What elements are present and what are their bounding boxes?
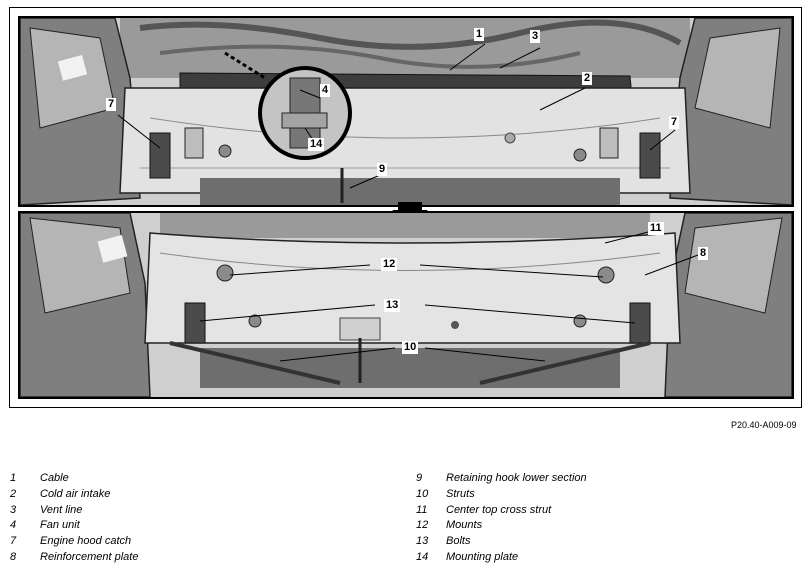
callout-top-14: 14 [308, 138, 325, 151]
callout-bottom-8: 8 [698, 247, 709, 260]
bottom-illustration [20, 213, 792, 397]
callout-top-9: 9 [377, 163, 388, 176]
figure-frame: 1 3 2 4 7 14 9 7 [9, 7, 802, 408]
callout-bottom-11: 11 [648, 222, 664, 235]
callout-top-7-right: 7 [669, 116, 680, 129]
callout-top-4: 4 [320, 84, 331, 97]
callout-top-2: 2 [582, 72, 593, 85]
callout-top-7-left: 7 [106, 98, 117, 111]
callout-bottom-10: 10 [402, 341, 419, 354]
callout-bottom-12: 12 [381, 258, 398, 271]
callout-bottom-13: 13 [384, 299, 401, 312]
top-illustration [20, 18, 792, 205]
figure-reference-code: P20.40-A009-09 [731, 420, 797, 430]
callout-top-1: 1 [474, 28, 485, 41]
bottom-illustration-panel: 11 8 12 13 10 [18, 211, 794, 399]
callout-top-3: 3 [530, 30, 541, 43]
top-illustration-panel: 1 3 2 4 7 14 9 7 [18, 16, 794, 207]
